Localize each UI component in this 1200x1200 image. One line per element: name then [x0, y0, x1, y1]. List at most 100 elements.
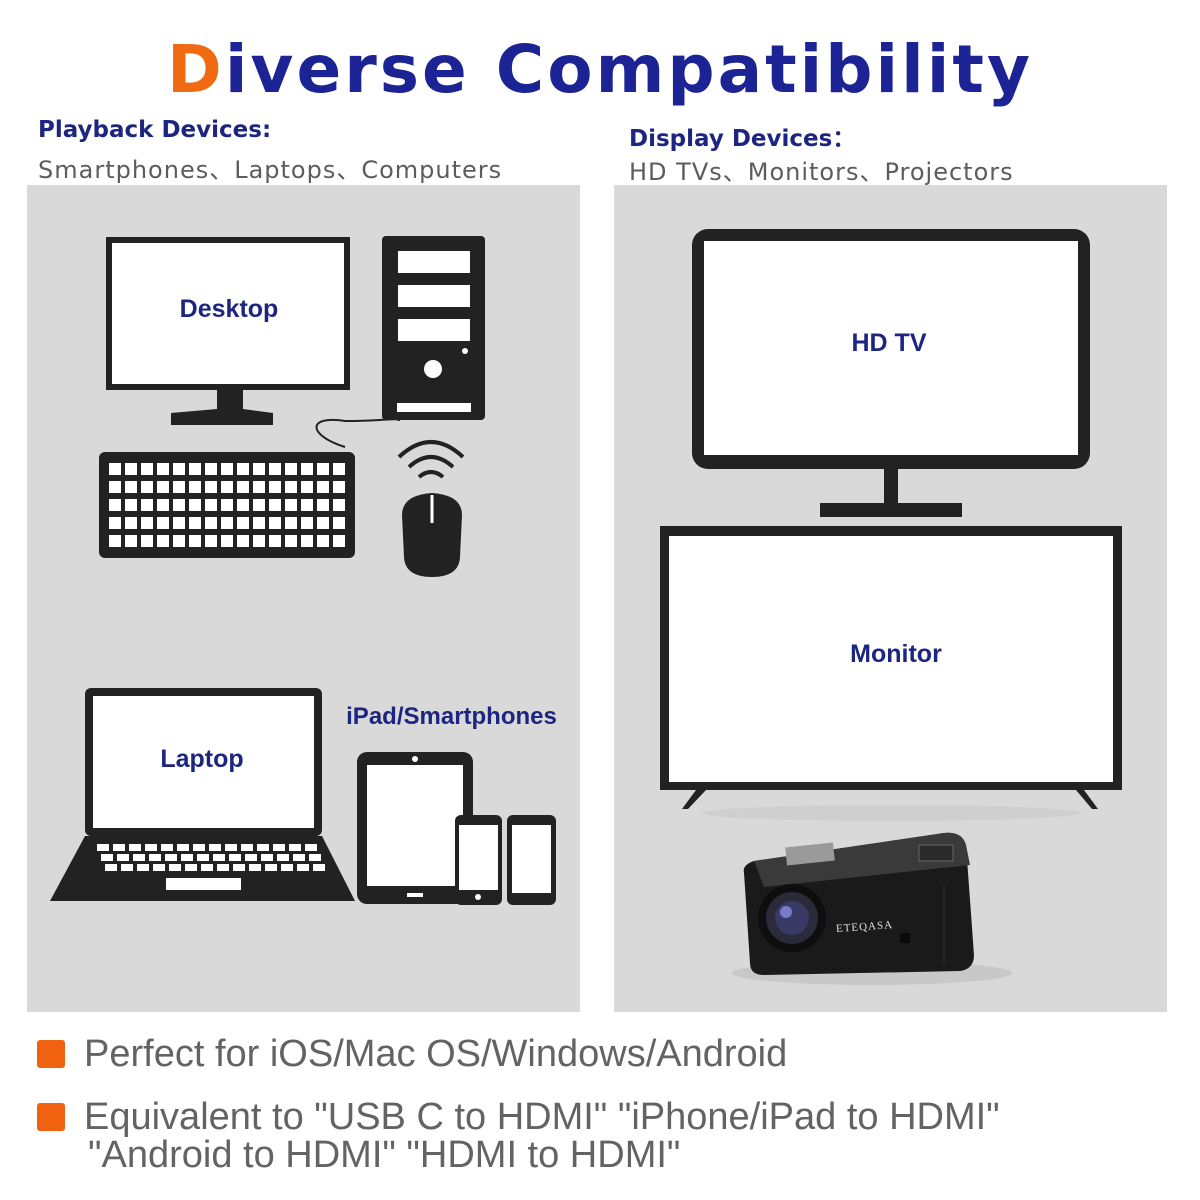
keyboard-key: [157, 517, 169, 529]
keyboard-key: [317, 463, 329, 475]
laptop-key: [197, 854, 209, 861]
keyboard-key: [125, 535, 137, 547]
keyboard-key: [189, 463, 201, 475]
keyboard-key: [141, 517, 153, 529]
laptop-key: [297, 864, 309, 871]
keyboard-key: [189, 481, 201, 493]
bullet-1-marker: [37, 1040, 65, 1068]
keyboard-key: [109, 535, 121, 547]
laptop-key: [213, 854, 225, 861]
keyboard-key: [301, 517, 313, 529]
desktop-monitor-icon: [106, 237, 350, 425]
laptop-key: [289, 844, 301, 851]
monitor-label: Monitor: [850, 640, 942, 668]
keyboard-key: [173, 499, 185, 511]
keyboard-key: [317, 535, 329, 547]
laptop-key: [97, 844, 109, 851]
keyboard-key: [205, 481, 217, 493]
feature-2-text: Equivalent to "USB C to HDMI" "iPhone/iP…: [84, 1096, 1000, 1138]
keyboard-key: [237, 499, 249, 511]
laptop-key: [277, 854, 289, 861]
keyboard-key: [221, 517, 233, 529]
keyboard-key: [173, 463, 185, 475]
keyboard-key: [269, 499, 281, 511]
keyboard-key: [141, 463, 153, 475]
keyboard-key: [317, 517, 329, 529]
hd-tv-label: HD TV: [851, 329, 927, 357]
playback-panel: Desktop Laptop iPad/Smartphones: [27, 185, 580, 1012]
laptop-key: [261, 854, 273, 861]
title-first-letter: D: [167, 31, 225, 108]
keyboard-key: [333, 481, 345, 493]
keyboard-key: [125, 481, 137, 493]
smartphone-icon: [455, 815, 556, 905]
keyboard-key: [253, 517, 265, 529]
laptop-key: [165, 854, 177, 861]
keyboard-key: [125, 499, 137, 511]
keyboard-key: [109, 463, 121, 475]
laptop-key: [245, 854, 257, 861]
laptop-key: [117, 854, 129, 861]
keyboard-key: [205, 499, 217, 511]
keyboard-key: [237, 517, 249, 529]
keyboard-key: [141, 499, 153, 511]
laptop-key: [209, 844, 221, 851]
keyboard-key: [317, 499, 329, 511]
keyboard-key: [141, 535, 153, 547]
keyboard-key: [173, 535, 185, 547]
keyboard-key: [285, 481, 297, 493]
keyboard-key: [301, 481, 313, 493]
page-title: Diverse Compatibility: [0, 22, 1200, 118]
keyboard-key: [333, 535, 345, 547]
keyboard-key: [173, 517, 185, 529]
laptop-key: [137, 864, 149, 871]
keyboard-key: [317, 481, 329, 493]
keyboard-key: [189, 517, 201, 529]
keyboard-key: [205, 535, 217, 547]
keyboard-key: [333, 499, 345, 511]
title-rest: iverse Compatibility: [224, 31, 1033, 108]
bullet-2-marker: [37, 1103, 65, 1131]
keyboard-key: [109, 499, 121, 511]
keyboard-key: [221, 535, 233, 547]
laptop-key: [241, 844, 253, 851]
laptop-key: [313, 864, 325, 871]
laptop-key: [153, 864, 165, 871]
laptop-key: [225, 844, 237, 851]
keyboard-key: [157, 535, 169, 547]
keyboard-key: [221, 481, 233, 493]
mobile-label: iPad/Smartphones: [346, 703, 557, 730]
projector-icon: [732, 832, 1012, 985]
desktop-label: Desktop: [179, 295, 279, 323]
laptop-key: [249, 864, 261, 871]
keyboard-key: [285, 499, 297, 511]
laptop-key: [129, 844, 141, 851]
display-subtitle: HD TVs、Monitors、Projectors: [629, 158, 1014, 186]
keyboard-key: [237, 535, 249, 547]
laptop-key: [105, 864, 117, 871]
keyboard-key: [157, 499, 169, 511]
laptop-key: [121, 864, 133, 871]
keyboard-key: [205, 517, 217, 529]
keyboard-key: [221, 499, 233, 511]
laptop-key: [113, 844, 125, 851]
feature-1-text: Perfect for iOS/Mac OS/Windows/Android: [84, 1033, 788, 1075]
keyboard-key: [237, 463, 249, 475]
laptop-key: [217, 864, 229, 871]
keyboard-key: [333, 517, 345, 529]
keyboard-key: [285, 463, 297, 475]
keyboard-key: [109, 481, 121, 493]
laptop-key: [305, 844, 317, 851]
laptop-key: [193, 844, 205, 851]
keyboard-key: [285, 535, 297, 547]
tablet-icon: [357, 752, 473, 904]
keyboard-key: [301, 535, 313, 547]
laptop-label: Laptop: [160, 745, 244, 773]
keyboard-key: [141, 481, 153, 493]
laptop-icon: [50, 688, 355, 901]
laptop-key: [177, 844, 189, 851]
laptop-key: [309, 854, 321, 861]
computer-tower-icon: [382, 236, 485, 420]
laptop-key: [145, 844, 157, 851]
keyboard-key: [189, 535, 201, 547]
